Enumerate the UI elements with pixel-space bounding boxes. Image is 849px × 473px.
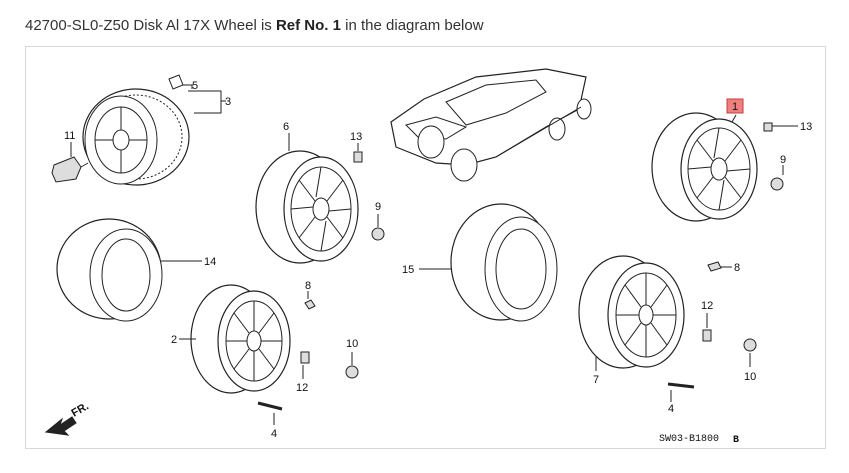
callout-10-right[interactable]: 10 [744,371,756,383]
callout-3[interactable]: 3 [225,96,231,108]
callout-13-right[interactable]: 13 [800,121,812,133]
tire-assembly-illustration [82,88,190,186]
caption-prefix: 42700-SL0-Z50 Disk Al 17X Wheel is [25,17,276,34]
figure-code: SW03-B1800 [659,434,719,445]
label-sticker-illustration [168,74,184,90]
callout-12-right[interactable]: 12 [701,300,713,312]
part-caption: 42700-SL0-Z50 Disk Al 17X Wheel is Ref N… [25,17,484,34]
callout-14[interactable]: 14 [204,256,216,268]
callout-15[interactable]: 15 [402,264,414,276]
callout-11[interactable]: 11 [64,130,75,142]
wheel-7-illustration [578,255,685,369]
front-direction-label: FR. [70,400,91,419]
weight-8r-illustration [707,261,722,272]
nut-12r-illustration [702,329,712,342]
wheel-2-illustration [190,284,291,394]
car-illustration [390,68,592,182]
nut-9-illustration [371,227,385,241]
callout-12-left[interactable]: 12 [296,382,308,394]
callout-1[interactable]: 1 [732,101,738,113]
callout-5[interactable]: 5 [192,80,198,92]
nut-12-illustration [300,351,310,364]
callout-10-left[interactable]: 10 [346,338,358,350]
callout-7[interactable]: 7 [593,374,599,386]
callout-8-right[interactable]: 8 [734,262,740,274]
parts-diagram: 1 3 5 11 6 13 9 13 9 14 15 8 8 2 10 12 4… [25,46,826,449]
cap-13-illustration [353,151,363,163]
valve-4-illustration [257,401,283,411]
diagram-canvas: 1 3 5 11 6 13 9 13 9 14 15 8 8 2 10 12 4… [44,68,812,446]
caption-suffix: in the diagram below [340,17,484,34]
valve-4r-illustration [667,382,695,389]
wheel-1-illustration [651,112,758,222]
callout-9-left[interactable]: 9 [375,201,381,213]
callout-4-right[interactable]: 4 [668,403,674,415]
cap-13r-illustration [763,122,773,132]
caption-ref: Ref No. 1 [275,17,341,34]
ref-1-highlight[interactable] [726,98,744,114]
callout-8-left[interactable]: 8 [305,280,311,292]
figure-code-suffix: B [733,435,739,446]
callout-4-left[interactable]: 4 [271,428,277,440]
cap-10r-illustration [743,338,757,352]
tire-sensor-illustration [51,142,89,183]
callout-2[interactable]: 2 [171,334,177,346]
tire-15-illustration [450,203,558,322]
callout-6[interactable]: 6 [283,121,289,133]
tire-14-illustration [56,218,163,322]
cap-10-illustration [345,365,359,379]
front-arrow-icon [44,416,77,436]
callout-9-right[interactable]: 9 [780,154,786,166]
callout-13-left[interactable]: 13 [350,131,362,143]
weight-8-illustration [304,299,316,310]
wheel-6-illustration [255,150,359,264]
nut-9r-illustration [770,177,784,191]
